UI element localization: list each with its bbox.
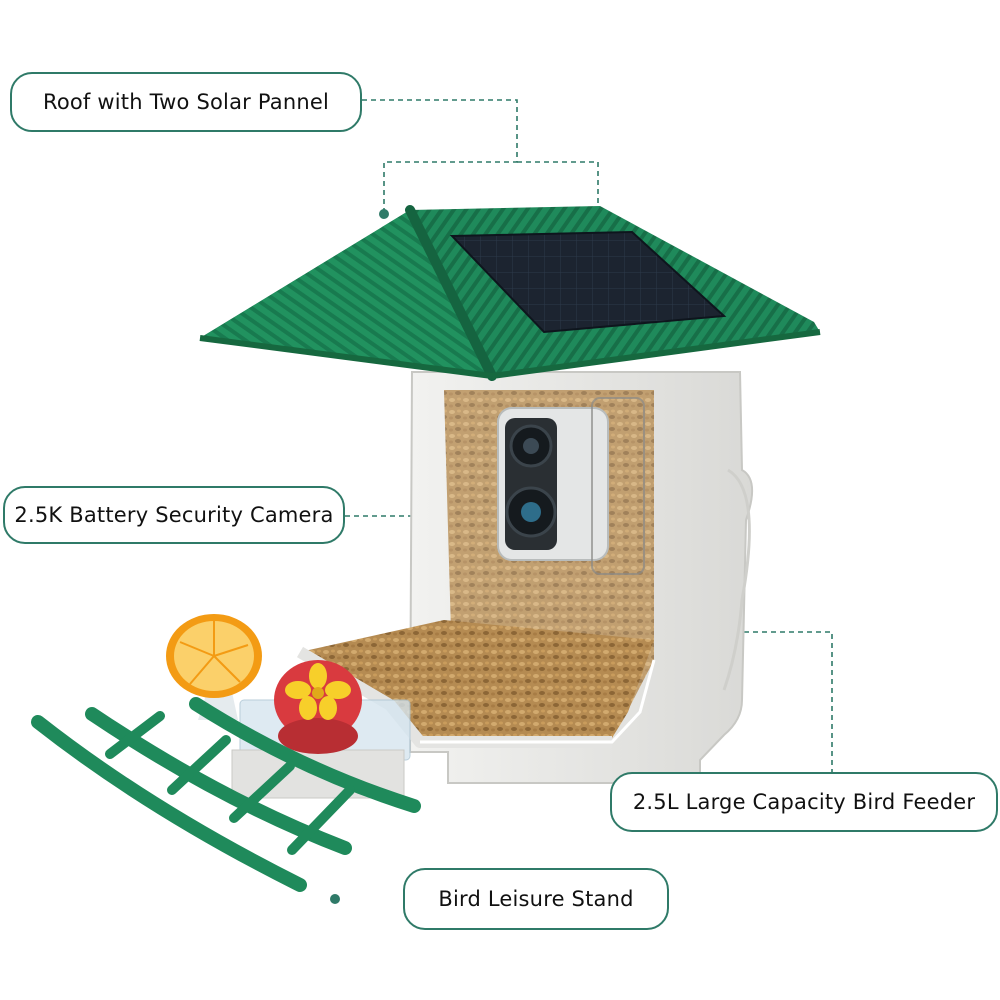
callout-camera-label: 2.5K Battery Security Camera (14, 503, 334, 527)
bird-leisure-stand (31, 697, 421, 892)
orange-slice-icon (166, 614, 262, 720)
callout-bird-feeder-capacity: 2.5L Large Capacity Bird Feeder (610, 772, 998, 832)
callout-roof-solar-panel: Roof with Two Solar Pannel (10, 72, 362, 132)
solar-panel (449, 230, 727, 334)
solar-connector (517, 161, 599, 256)
callout-bird-leisure-stand: Bird Leisure Stand (403, 868, 669, 930)
callout-stand-label: Bird Leisure Stand (438, 887, 634, 911)
seed-tray (300, 620, 654, 738)
roof (199, 205, 821, 381)
nectar-feeder-icon (231, 660, 411, 799)
roof-connector (362, 99, 518, 212)
flower-icon (285, 663, 351, 720)
feeder-body (296, 371, 753, 784)
callout-security-camera: 2.5K Battery Security Camera (3, 486, 345, 544)
camera-icon (497, 397, 645, 575)
callout-feeder-label: 2.5L Large Capacity Bird Feeder (632, 790, 976, 814)
callout-roof-label: Roof with Two Solar Pannel (42, 90, 330, 114)
